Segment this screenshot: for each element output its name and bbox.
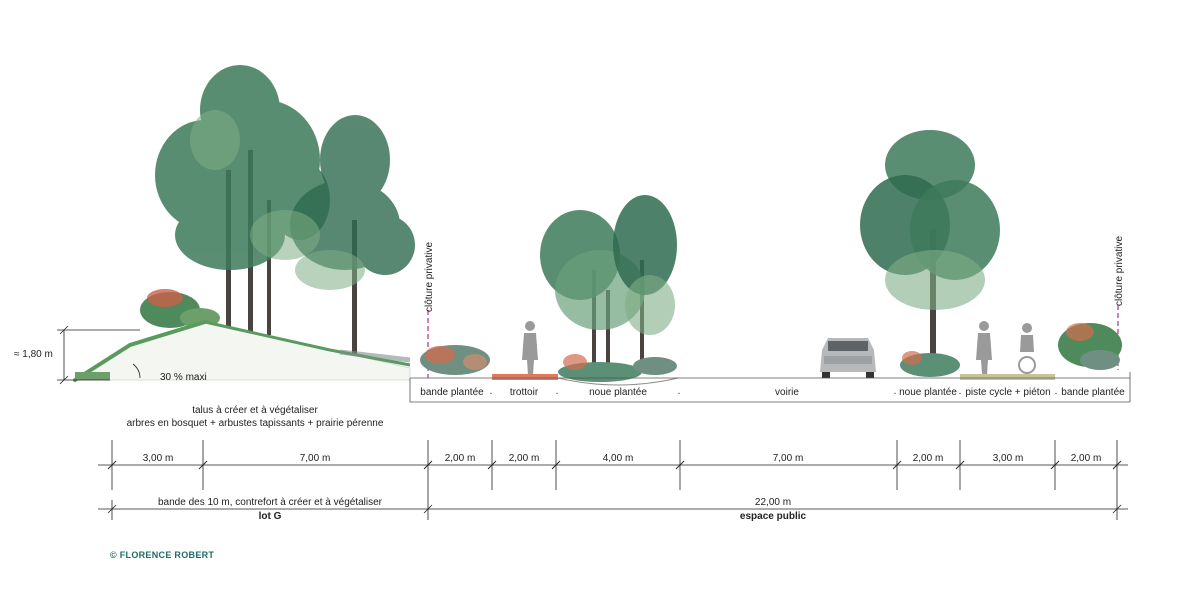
svg-text:.: . [894, 386, 897, 397]
profile-piste: piste cycle + piéton [965, 387, 1050, 398]
profile-trottoir: trottoir [510, 387, 539, 398]
ground-profile [409, 372, 1131, 403]
profile-voirie: voirie [775, 387, 799, 398]
slope-embankment [73, 320, 411, 382]
tree-right [860, 130, 1000, 377]
profile-noue-plantee-left: noue plantée [589, 387, 647, 398]
sidewalk-surface [492, 374, 558, 380]
dim-lot-3m: 3,00 m [143, 453, 174, 464]
dim-voirie: 7,00 m [773, 453, 804, 464]
slope-height-label: ≈ 1,80 m [14, 349, 53, 360]
svg-text:.: . [490, 386, 493, 397]
dim-noue-left: 4,00 m [603, 453, 634, 464]
fence-left-label: clôture privative [424, 242, 435, 312]
credit-label: © FLORENCE ROBERT [110, 550, 214, 560]
profile-bande-plantee-left: bande plantée [420, 387, 484, 398]
svg-text:.: . [556, 386, 559, 397]
tree-group-noue-left [540, 195, 677, 382]
dim-lot-total-caption: bande des 10 m, contrefort à créer et à … [158, 497, 383, 508]
svg-text:.: . [1055, 386, 1058, 397]
profile-separators: . . . . . . [490, 386, 1058, 397]
profile-noue-plantee-right: noue plantée [899, 387, 957, 398]
dim-trottoir: 2,00 m [509, 453, 540, 464]
dimension-line-totals [98, 500, 1128, 520]
tree-group-left [140, 65, 415, 355]
slope-height-dimension [57, 325, 140, 385]
slope-caption-line2: arbres en bosquet + arbustes tapissants … [127, 418, 384, 429]
zone-public-label: espace public [740, 511, 807, 522]
profile-bande-plantee-right: bande plantée [1061, 387, 1125, 398]
slope-caption-line1: talus à créer et à végétaliser [192, 405, 318, 416]
bike-path-surface [960, 374, 1055, 380]
dim-public-total: 22,00 m [755, 497, 791, 508]
cyclist-silhouette [1018, 323, 1036, 374]
slope-grade-label: 30 % maxi [160, 372, 207, 383]
planting-bande-left [420, 345, 490, 375]
svg-text:.: . [959, 386, 962, 397]
planting-bande-right [1058, 323, 1122, 370]
dimension-line-detailed [98, 440, 1128, 520]
pedestrian-silhouette [522, 321, 538, 375]
slope-grade-arc [132, 363, 141, 379]
pedestrian-right-silhouette [976, 321, 992, 375]
svg-text:.: . [678, 386, 681, 397]
dim-noue-right: 2,00 m [913, 453, 944, 464]
car-silhouette [820, 338, 876, 378]
dim-piste: 3,00 m [993, 453, 1024, 464]
dim-lot-7m: 7,00 m [300, 453, 331, 464]
dim-bande-left: 2,00 m [445, 453, 476, 464]
dimension-ticks-detailed [107, 460, 1122, 470]
zone-lot-label: lot G [259, 511, 282, 522]
noue-left-swale [557, 377, 679, 386]
fence-right-label: clôture privative [1114, 236, 1125, 306]
dim-bande-right: 2,00 m [1071, 453, 1102, 464]
